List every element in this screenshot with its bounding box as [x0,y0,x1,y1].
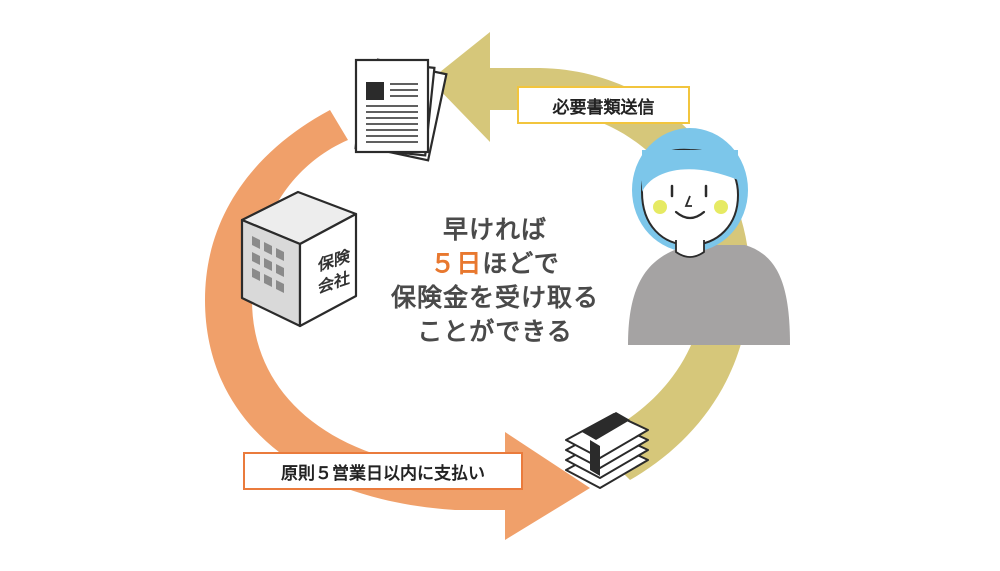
payment-rule-label: 原則５営業日以内に支払い [243,452,523,490]
send-documents-label: 必要書類送信 [517,86,690,124]
center-line-1: 早ければ [442,215,547,244]
days-number: ５ [430,249,457,278]
days-unit: 日 [456,249,483,278]
documents-icon [354,58,448,162]
center-line-3: 保険金を受け取る [390,283,599,312]
money-bundle-icon [565,412,649,489]
person-avatar-icon [628,128,790,345]
center-line-2-rest: ほどで [482,249,560,278]
office-building-icon [240,190,358,328]
center-message: 早ければ ５日ほどで 保険金を受け取る ことができる [380,213,610,349]
center-line-2: ５日ほどで [380,247,610,281]
center-line-4: ことができる [417,317,573,346]
orange-cycle-arrow [205,110,590,540]
